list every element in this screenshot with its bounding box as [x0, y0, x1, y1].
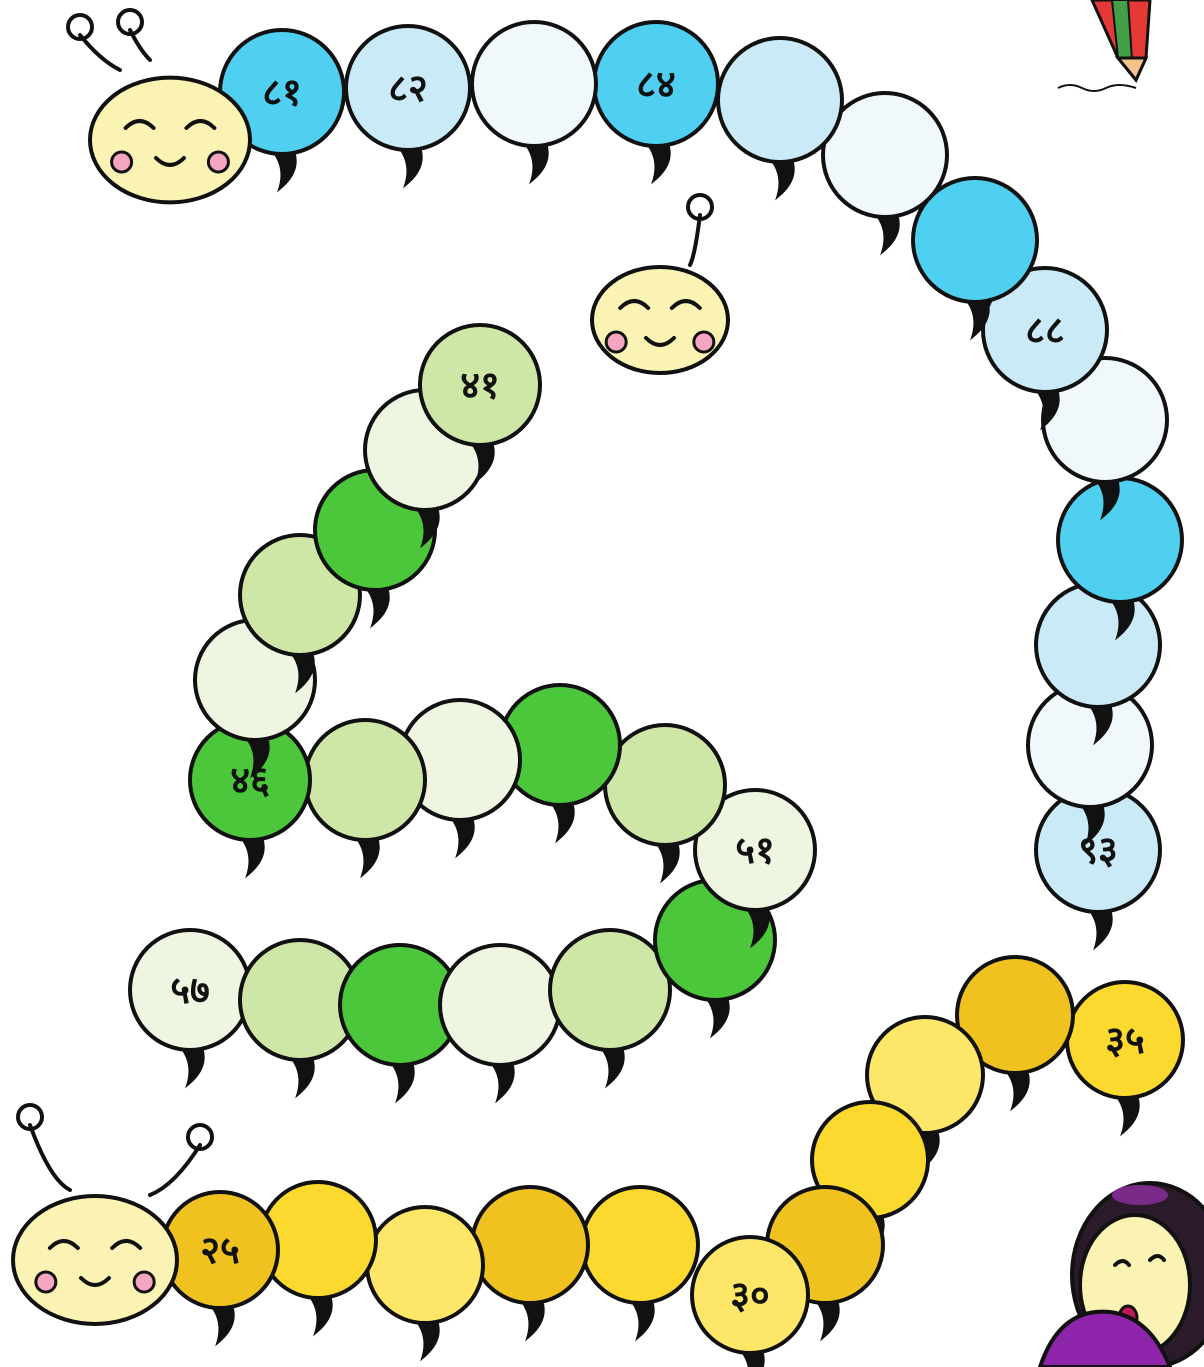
yellow-segment: ३०: [690, 1235, 810, 1367]
body-segment: [981, 266, 1109, 394]
blue-segment-number: ८२: [388, 66, 428, 110]
cheek: [110, 150, 134, 174]
body-segment: [821, 91, 949, 219]
body-segment: [1056, 476, 1184, 604]
antenna-curl: [66, 13, 94, 41]
body-segment: [548, 928, 672, 1052]
green-segment: ५१: [693, 788, 817, 949]
yellow-segment: ३५: [1065, 980, 1185, 1137]
green-segment: [303, 718, 427, 879]
mouth: [79, 1276, 111, 1287]
body-segment: [470, 1185, 590, 1305]
blue-segment: [821, 91, 949, 256]
eye: [47, 1239, 80, 1250]
body-segment: [690, 1235, 810, 1355]
girl-illustration: [1037, 1181, 1204, 1367]
cheek: [34, 1270, 58, 1294]
yellow-segment-number: २५: [200, 1228, 240, 1272]
body-segment: [418, 323, 542, 447]
antenna: [28, 1123, 72, 1192]
green-segment: [338, 943, 462, 1104]
green-segment: [603, 723, 727, 884]
caterpillar-green: ५७ ५१ ४६ ४१: [128, 193, 817, 1104]
green-head: [590, 264, 730, 376]
yellow-segment: [955, 955, 1075, 1112]
body-segment: [865, 1015, 985, 1135]
antenna: [688, 213, 702, 267]
yellow-segment: [580, 1185, 700, 1342]
body-segment: [716, 36, 844, 164]
blue-segment: ८४: [592, 20, 720, 185]
blue-segment-number: ८१: [262, 70, 302, 114]
eye: [669, 299, 702, 310]
blue-segment: [1026, 681, 1154, 846]
pencil-icon: [1057, 0, 1152, 92]
blue-segment: ८२: [344, 24, 472, 189]
body-segment: [955, 955, 1075, 1075]
antenna: [78, 33, 122, 72]
mouth: [154, 156, 186, 167]
body-segment: [365, 1205, 485, 1325]
eye: [618, 299, 651, 310]
yellow-segment: [470, 1185, 590, 1342]
caterpillar-blue: ९३ ८८ ८४ ८२ ८१: [66, 8, 1184, 951]
yellow-head: [11, 1194, 179, 1326]
eye: [110, 1239, 143, 1250]
yellow-segment-number: ३५: [1105, 1018, 1145, 1062]
blue-segment: [716, 36, 844, 201]
body-segment: [1034, 581, 1162, 709]
green-segment: [398, 698, 522, 859]
cheek: [692, 330, 716, 354]
cheek: [206, 150, 230, 174]
antenna-curl: [186, 1123, 214, 1151]
mouth: [644, 336, 676, 347]
green-segment-number: ५७: [170, 968, 210, 1012]
body-segment: [603, 723, 727, 847]
green-segment: ४१: [418, 323, 542, 484]
body-segment: [470, 20, 598, 148]
green-segment-number: ५१: [735, 828, 775, 872]
green-segment: [548, 928, 672, 1089]
yellow-segment: २५: [160, 1190, 280, 1347]
body-segment: [303, 718, 427, 842]
eye: [184, 119, 217, 130]
antenna-curl: [686, 193, 714, 221]
blue-segment: ८१: [218, 28, 346, 193]
green-segment: [438, 943, 562, 1104]
blue-segment-number: ८८: [1025, 308, 1065, 352]
blue-segment: ८८: [981, 266, 1109, 431]
blue-head: [88, 75, 252, 205]
green-segment: ४६: [188, 718, 312, 879]
green-segment-number: ४१: [460, 363, 500, 407]
blue-segment-number: ९३: [1078, 828, 1118, 872]
body-segment: [693, 788, 817, 912]
blue-segment: [911, 176, 1039, 341]
blue-segment-number: ८४: [636, 62, 676, 106]
antenna-curl: [16, 1103, 44, 1131]
cheek: [132, 1270, 156, 1294]
blue-segment: [470, 20, 598, 185]
caterpillar-yellow: ३५ ३० २५: [11, 955, 1185, 1367]
body-segment: [438, 943, 562, 1067]
antenna: [148, 1143, 202, 1197]
body-segment: [580, 1185, 700, 1305]
body-segment: [911, 176, 1039, 304]
yellow-segment: [365, 1205, 485, 1362]
eye: [123, 119, 156, 130]
cheek: [604, 330, 628, 354]
yellow-segment-number: ३०: [730, 1273, 770, 1317]
body-segment: [344, 24, 472, 152]
antenna-curl: [116, 8, 144, 36]
green-segment: ५७: [128, 928, 252, 1089]
